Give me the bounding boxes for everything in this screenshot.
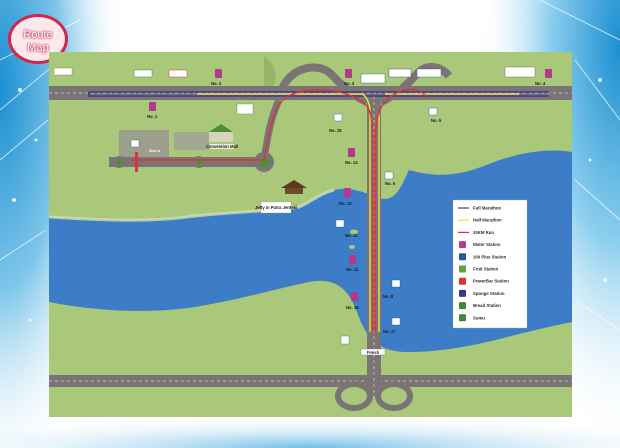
legend-label: Half Marathon [473, 218, 502, 223]
legend-label: PowerBar Station [473, 279, 509, 284]
fruit-station-icon [459, 265, 466, 273]
water-station-icon: No. 6 [384, 171, 396, 186]
legend-label: Sponge Station [473, 291, 505, 296]
side-a-label: Side A [149, 149, 160, 153]
legend-item: PowerBar Station [459, 277, 509, 285]
jetty-landmark: Jetty in Putra Jenteki [255, 180, 307, 214]
legend-label: 10KM Run [473, 230, 494, 235]
water-station-icon: No. 11 [346, 255, 359, 272]
legend-label: Fruit Station [473, 267, 499, 272]
svg-text:No. 15: No. 15 [329, 128, 342, 133]
powerbar-station-icon [459, 277, 466, 285]
badge-line-2: Map [27, 42, 49, 54]
water-station-icon: No. 1 [147, 102, 158, 119]
water-station-icon: No. 4 [535, 69, 552, 86]
legend-item: Full Marathon [458, 206, 502, 211]
svg-text:No. 6: No. 6 [385, 181, 396, 186]
legend-item: Water Station [459, 241, 501, 249]
start-gate [135, 152, 138, 172]
badge-line-1: Route [23, 29, 53, 41]
lake-shore [49, 188, 335, 222]
water-station-icon: No. 16 [346, 292, 359, 310]
water-station-icon: No. 17 [383, 317, 401, 334]
water-station-icon: No. 14 [345, 148, 358, 165]
water-station-icon: No. 3 [344, 69, 355, 86]
building-block [119, 130, 169, 158]
svg-text:No. 13: No. 13 [339, 201, 352, 206]
finish-label: Finish [367, 350, 380, 355]
bread-station-icon [459, 302, 466, 310]
plus-station-icon [459, 253, 466, 261]
island [349, 245, 355, 249]
road-bottom [49, 375, 572, 387]
svg-text:No. 2: No. 2 [211, 81, 222, 86]
legend-item: Fruit Station [459, 265, 499, 273]
legend-item: Sponge Station [459, 289, 505, 297]
route-10km [131, 88, 428, 332]
svg-text:No. 1: No. 1 [147, 114, 158, 119]
legend-label: Water Station [473, 242, 501, 247]
svg-text:No. 16: No. 16 [346, 305, 359, 310]
mall-label: Convention Mall [206, 144, 238, 149]
water-station-icon: No. 12 [335, 219, 358, 238]
land-parcel [264, 56, 276, 86]
svg-text:No. 3: No. 3 [344, 81, 355, 86]
legend-label: Bread Station [473, 303, 501, 308]
svg-text:No. 4: No. 4 [535, 81, 546, 86]
svg-text:No. 17: No. 17 [383, 329, 396, 334]
sponge-station-icon [459, 289, 466, 297]
cloverleaf-loop [335, 381, 373, 411]
jetty-label: Jetty in Putra Jenteki [255, 205, 297, 210]
water-station-icon [459, 241, 466, 249]
convention-mall-landmark: Convention Mall [206, 124, 238, 149]
island [350, 229, 358, 235]
svg-text:No. 11: No. 11 [346, 267, 359, 272]
water-station-icon [130, 139, 140, 148]
water-station-icon: No. 15 [329, 113, 342, 133]
legend-item: Half Marathon [458, 218, 502, 223]
lake [49, 150, 572, 352]
legend-label: Sumu [473, 315, 485, 320]
water-stations: No. 2 No. 3 No. 4 No. 1 No. 5 No. 15 No.… [130, 69, 552, 334]
finish-sign [360, 348, 386, 356]
svg-text:No. 8: No. 8 [383, 294, 394, 299]
road-side-a [109, 157, 269, 167]
legend-item: 100 Plus Station [459, 253, 507, 261]
svg-text:No. 12: No. 12 [345, 233, 358, 238]
legend-item: Sumu [459, 314, 485, 322]
roundabout-center [116, 159, 122, 165]
building-block [174, 132, 209, 150]
legend-label: Full Marathon [473, 206, 502, 211]
water-station-icon: No. 2 [211, 69, 222, 86]
cloverleaf-loop [375, 381, 413, 411]
sumu-icon [340, 335, 350, 345]
legend-label: 100 Plus Station [473, 254, 507, 259]
top-buildings [53, 66, 536, 115]
svg-text:No. 14: No. 14 [345, 160, 358, 165]
water-station-icon: No. 13 [339, 188, 352, 206]
legend-item: 10KM Run [458, 230, 494, 235]
water-station-icon: No. 8 [383, 279, 401, 299]
water-station-icon: No. 5 [428, 107, 442, 123]
svg-text:No. 5: No. 5 [431, 118, 442, 123]
route-map: Convention Mall Jetty in Putra Jenteki S… [49, 52, 572, 417]
sumu-icon [459, 314, 466, 322]
legend-item: Bread Station [459, 302, 501, 310]
route-full-marathon [88, 91, 549, 97]
